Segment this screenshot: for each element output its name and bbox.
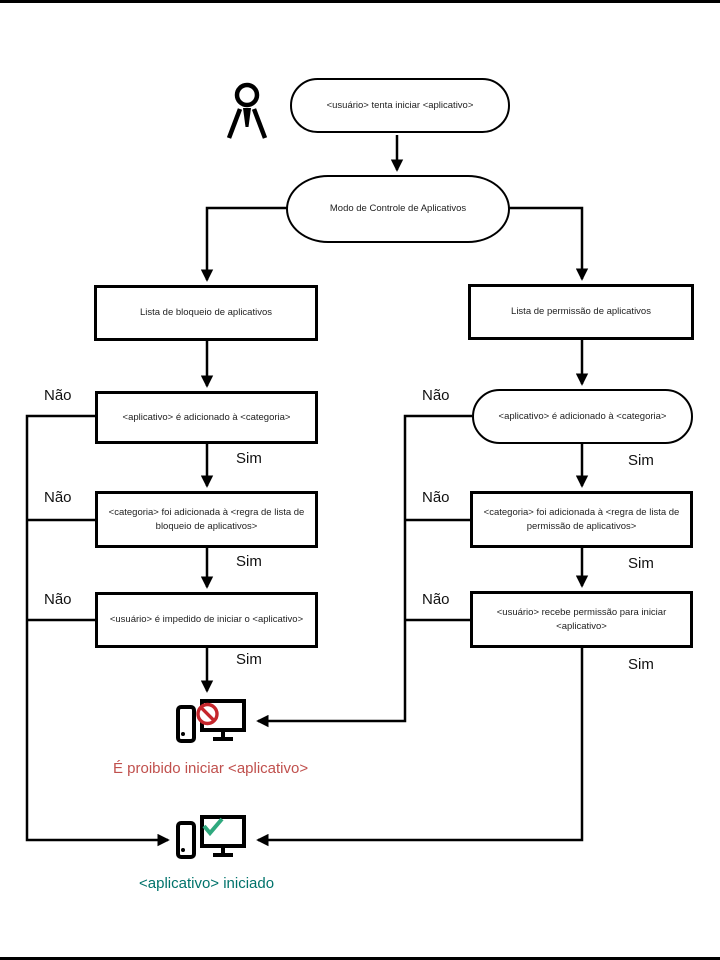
edge-label-no-left-2: Não	[44, 489, 72, 506]
edge-label-yes-right-1: Sim	[628, 452, 654, 469]
node-deny-step1-label: <aplicativo> é adicionado à <categoria>	[122, 411, 291, 423]
node-deny-step1: <aplicativo> é adicionado à <categoria>	[95, 391, 318, 444]
node-deny-step2-label: <categoria> foi adicionada à <regra de l…	[108, 506, 305, 532]
node-allow-step1-label: <aplicativo> é adicionado à <categoria>	[498, 410, 667, 422]
started-computer-icon	[176, 815, 246, 863]
node-denylist: Lista de bloqueio de aplicativos	[94, 285, 318, 341]
node-deny-step3-label: <usuário> é impedido de iniciar o <aplic…	[109, 614, 304, 626]
node-deny-step3: <usuário> é impedido de iniciar o <aplic…	[95, 592, 318, 648]
edge-label-no-right-3: Não	[422, 591, 450, 608]
edge-label-no-right-1: Não	[422, 387, 450, 404]
blocked-computer-icon	[176, 699, 246, 747]
flow-connectors	[25, 135, 589, 847]
edge-label-no-left-1: Não	[44, 387, 72, 404]
node-deny-step2: <categoria> foi adicionada à <regra de l…	[95, 491, 318, 548]
rail-no-left-to-started	[25, 414, 170, 847]
blocked-result-caption: É proibido iniciar <aplicativo>	[113, 760, 309, 777]
started-result-caption: <aplicativo> iniciado	[139, 875, 275, 892]
node-control-mode-label: Modo de Controle de Aplicativos	[329, 203, 467, 215]
rail-no-right-to-blocked	[256, 414, 472, 728]
edge-label-yes-left-3: Sim	[236, 651, 262, 668]
node-allow-step3: <usuário> recebe permissão para iniciar …	[470, 591, 693, 648]
node-denylist-label: Lista de bloqueio de aplicativos	[139, 307, 273, 319]
edge-label-yes-left-2: Sim	[236, 553, 262, 570]
node-control-mode: Modo de Controle de Aplicativos	[286, 175, 510, 243]
node-allow-step3-label: <usuário> recebe permissão para iniciar …	[496, 606, 667, 632]
edge-label-yes-right-3: Sim	[628, 656, 654, 673]
node-allowlist-label: Lista de permissão de aplicativos	[511, 306, 651, 318]
node-allowlist: Lista de permissão de aplicativos	[468, 284, 694, 340]
node-start-label: <usuário> tenta iniciar <aplicativo>	[326, 99, 474, 111]
arrow-allow-step3-started	[256, 648, 584, 847]
edge-label-yes-right-2: Sim	[628, 555, 654, 572]
edge-label-yes-left-1: Sim	[236, 450, 262, 467]
node-start: <usuário> tenta iniciar <aplicativo>	[290, 78, 510, 133]
arrow-mode-to-denylist	[200, 206, 288, 282]
edge-label-no-right-2: Não	[422, 489, 450, 506]
edge-label-no-left-3: Não	[44, 591, 72, 608]
arrow-mode-to-allowlist	[508, 206, 589, 281]
node-allow-step2-label: <categoria> foi adicionada à <regra de l…	[483, 506, 680, 532]
node-allow-step2: <categoria> foi adicionada à <regra de l…	[470, 491, 693, 548]
user-icon	[226, 79, 268, 141]
node-allow-step1: <aplicativo> é adicionado à <categoria>	[472, 389, 693, 444]
